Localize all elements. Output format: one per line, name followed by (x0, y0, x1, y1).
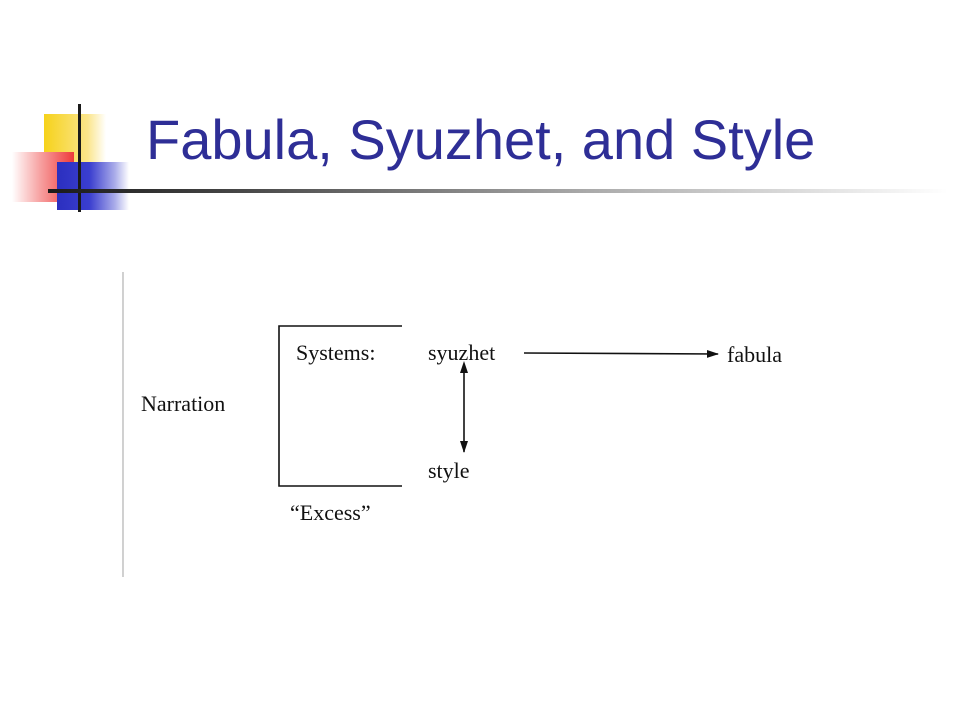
syuzhet-label: syuzhet (428, 340, 495, 365)
narration-bracket (278, 325, 402, 487)
systems-label: Systems: (296, 340, 375, 365)
excess-label: “Excess” (290, 500, 371, 525)
title-underline (48, 189, 948, 193)
narration-label: Narration (141, 391, 225, 416)
slide-title: Fabula, Syuzhet, and Style (146, 108, 816, 171)
logo-blue-square (57, 162, 129, 210)
logo-vertical-line (78, 104, 81, 212)
fabula-label: fabula (727, 342, 782, 367)
style-label: style (428, 458, 470, 483)
edge-syuzhet-fabula (523, 349, 719, 358)
